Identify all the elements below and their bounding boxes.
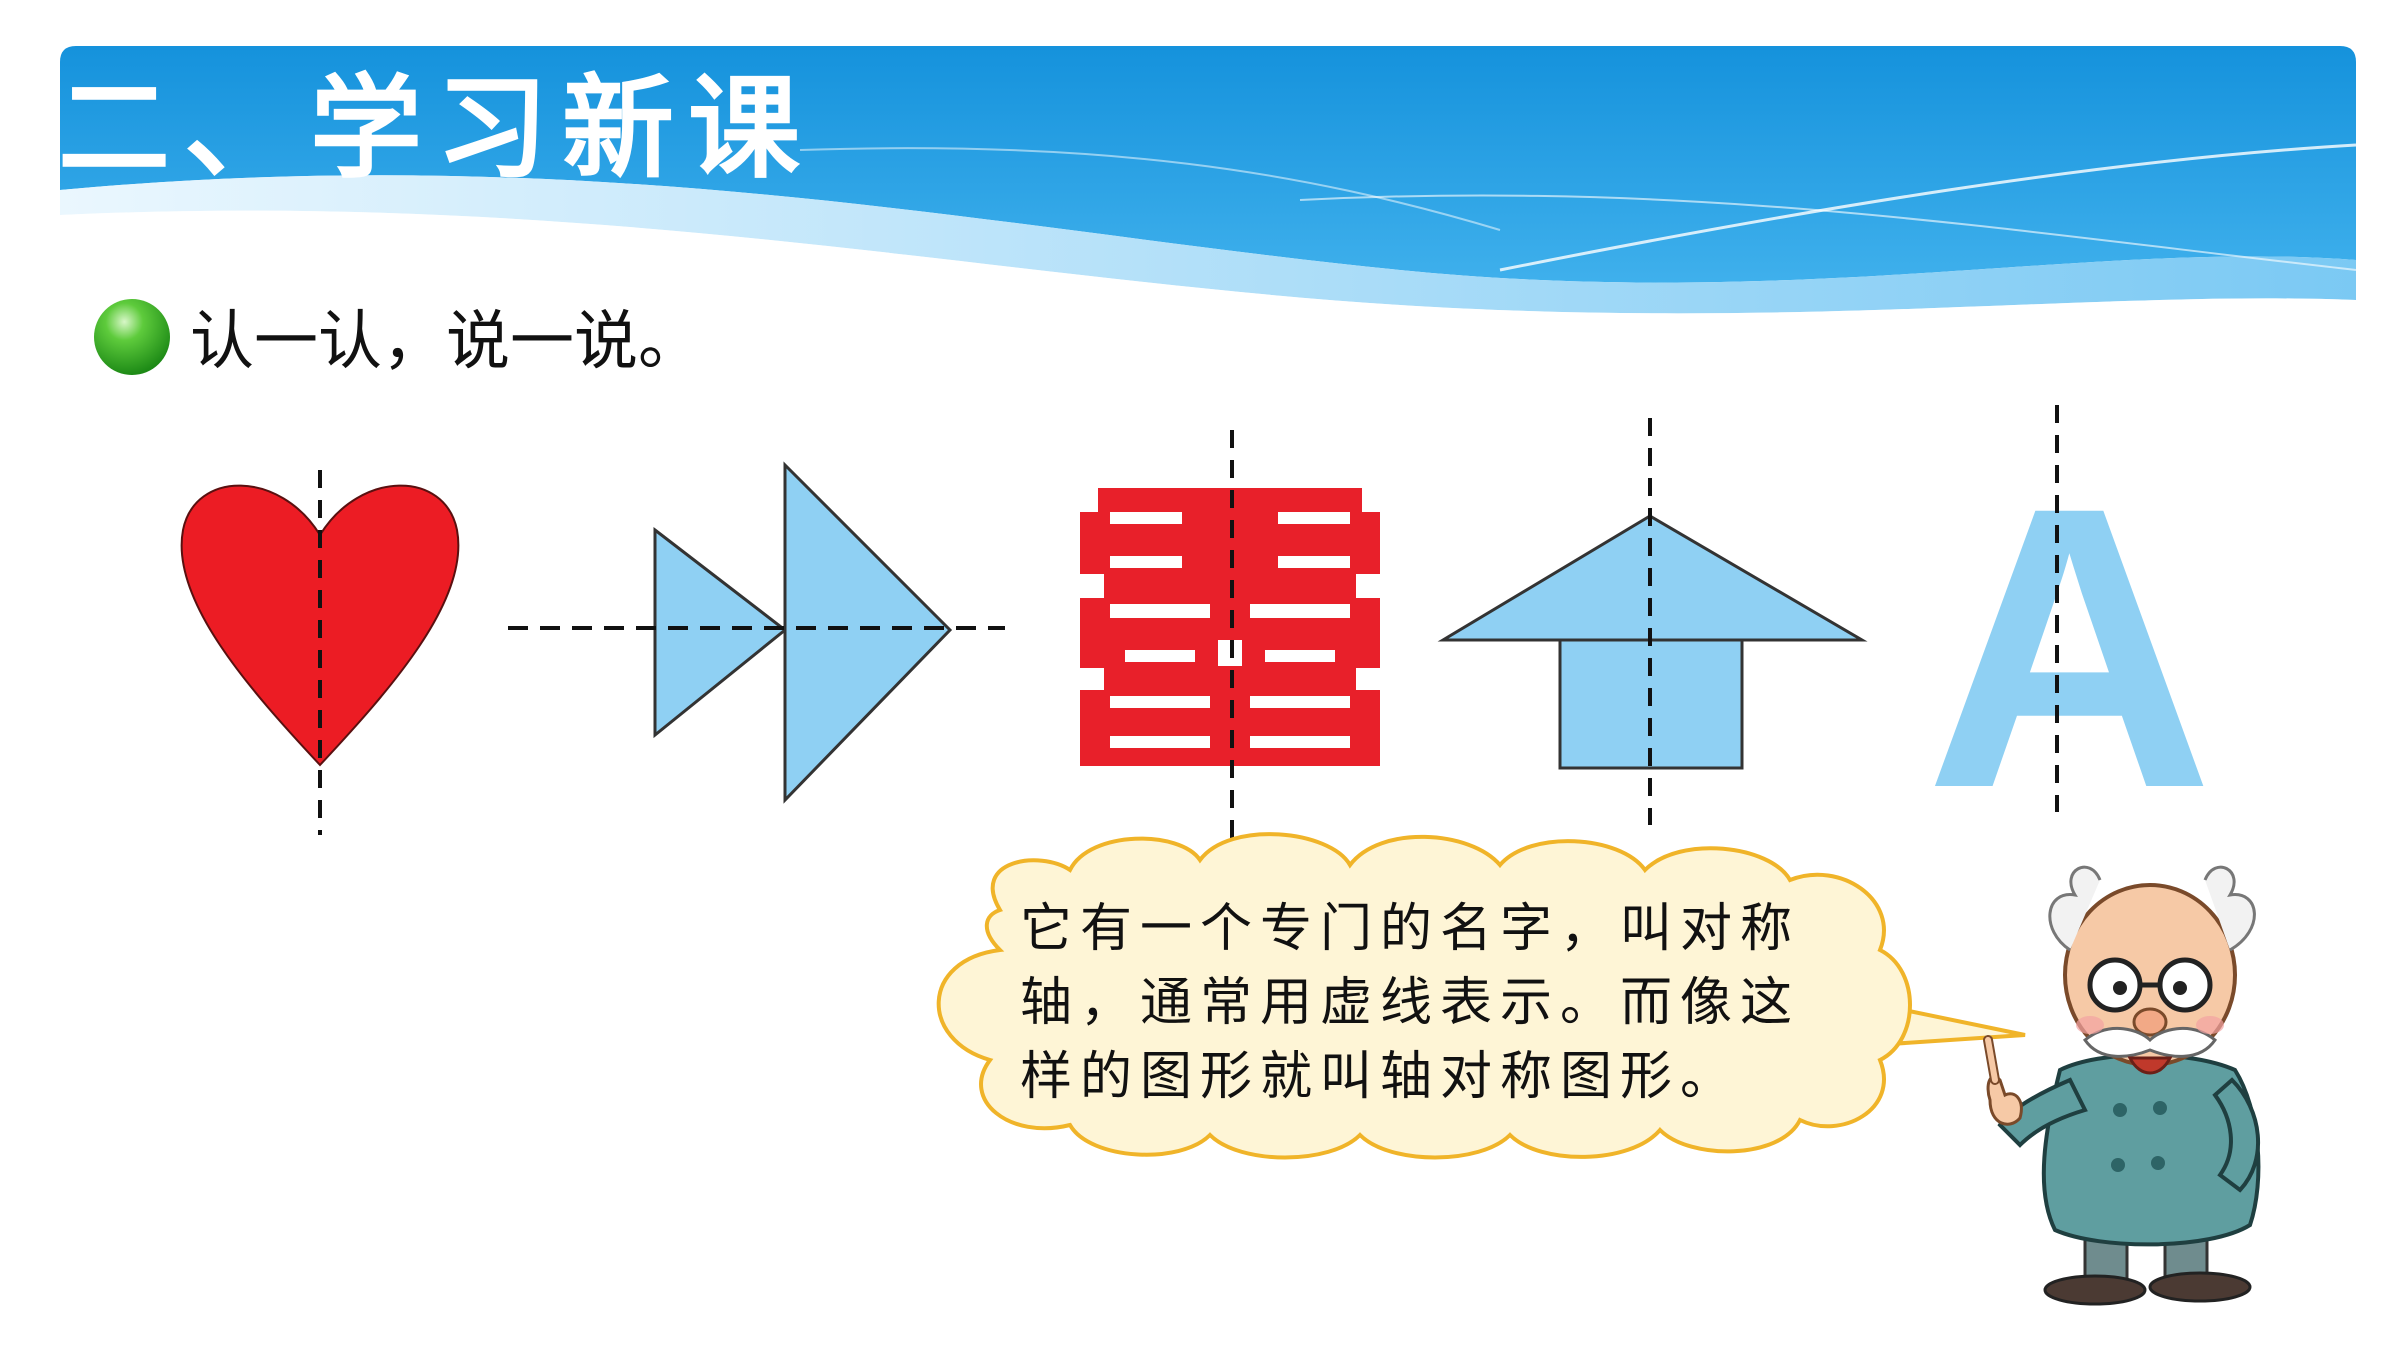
bubble-line: 轴，通常用虚线表示。而像这 xyxy=(1020,973,1801,1033)
instruction-text: 认一认，说一说。 xyxy=(190,305,702,379)
speech-bubble-text: 它有一个专门的名字，叫对称 轴，通常用虚线表示。而像这 样的图形就叫轴对称图形。 xyxy=(1020,892,1830,1114)
letter-a-figure: A xyxy=(1925,424,2214,871)
page-title: 二、学习新课 xyxy=(58,64,814,194)
bubble-line: 样的图形就叫轴对称图形。 xyxy=(1020,1047,1741,1107)
bubble-line: 它有一个专门的名字，叫对称 xyxy=(1020,899,1801,959)
